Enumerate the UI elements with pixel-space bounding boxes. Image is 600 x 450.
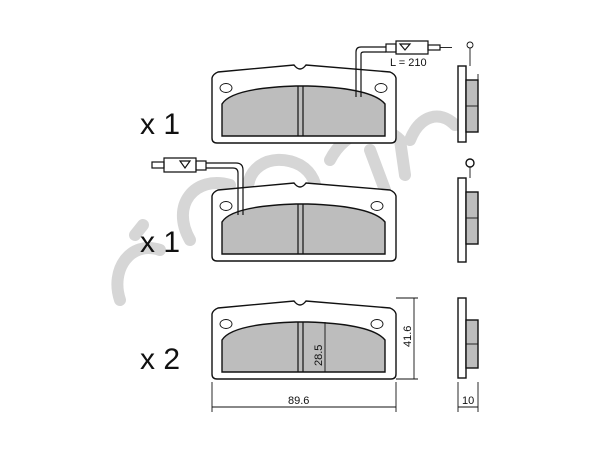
pad-1-wear-sensor-wire — [355, 46, 386, 97]
pad-2-wear-sensor-wire — [206, 167, 239, 215]
pad-2-side-view — [457, 158, 479, 263]
brake-pad-1: x 1 L = 210 — [140, 40, 452, 144]
pad-1-side-view — [457, 41, 479, 143]
brake-pad-3: x 2 28.5 41.6 89.6 — [140, 297, 418, 412]
pad-2-hole-left — [219, 201, 233, 211]
pad-3-side-view: 10 — [457, 297, 479, 412]
pad-2-hole-right — [370, 201, 384, 211]
height-label: 41.6 — [402, 326, 414, 347]
brake-pad-2: x 1 — [140, 157, 397, 262]
pad-1-sensor-connector — [395, 40, 429, 55]
lining-height-label: 28.5 — [313, 345, 325, 366]
width-label: 89.6 — [288, 395, 309, 407]
pad-2-quantity: x 1 — [140, 226, 180, 259]
pad-1-hole-right — [374, 83, 388, 93]
pad-3-quantity: x 2 — [140, 343, 180, 376]
wire-length-label: L = 210 — [390, 57, 427, 69]
thickness-label: 10 — [462, 395, 474, 407]
pad-1-quantity: x 1 — [140, 108, 180, 141]
pad-2-sensor-connector — [163, 157, 197, 173]
pad-3-hole-left — [219, 319, 233, 329]
pad-3-hole-right — [370, 319, 384, 329]
pad-1-hole-left — [219, 83, 233, 93]
